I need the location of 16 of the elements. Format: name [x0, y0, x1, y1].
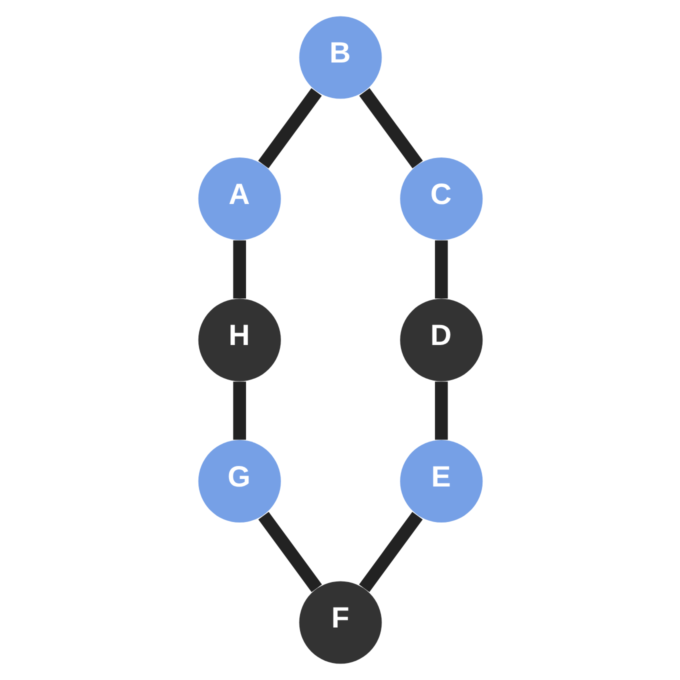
node-circle: A: [198, 157, 280, 240]
node-circle: D: [400, 298, 482, 382]
node-circle: H: [198, 298, 280, 382]
connector: [232, 382, 246, 440]
node-circle: C: [400, 157, 482, 240]
connector: [358, 512, 422, 592]
connector: [434, 382, 448, 440]
node-circle: F: [298, 581, 382, 664]
node-circle: B: [298, 16, 382, 99]
connector: [434, 240, 448, 298]
connector: [258, 88, 322, 168]
connector: [358, 88, 422, 168]
node-circle: E: [400, 440, 482, 523]
connector: [258, 512, 322, 592]
connector: [232, 240, 246, 298]
node-circle: G: [198, 440, 280, 523]
